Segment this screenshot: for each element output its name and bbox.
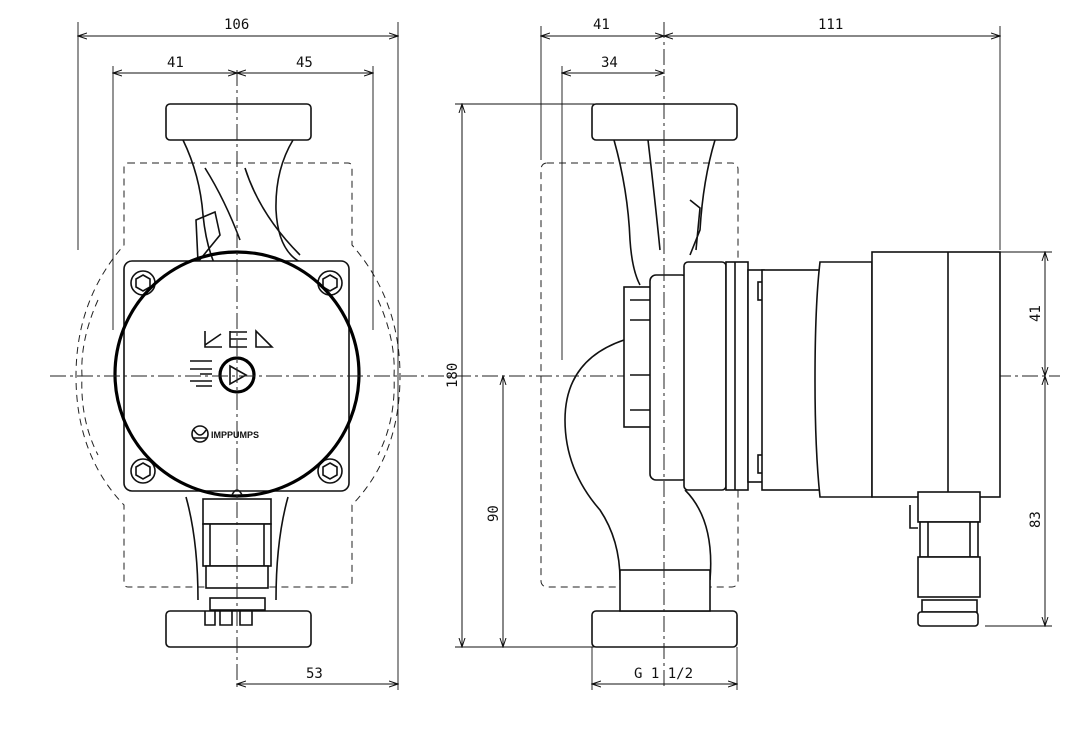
mode-symbols-icon xyxy=(204,329,274,348)
front-top-flange xyxy=(165,103,312,141)
dim-side-right-upper: 41 xyxy=(1028,305,1044,322)
side-volute xyxy=(564,339,625,581)
front-bottom-pipe xyxy=(185,496,289,601)
dim-front-left: 41 xyxy=(167,55,184,71)
dim-side-top-right: 111 xyxy=(818,17,843,33)
side-motor-ring xyxy=(683,261,727,491)
play-icon xyxy=(190,356,256,394)
front-pipe-body xyxy=(182,139,301,266)
brand-logo: IMPPUMPS xyxy=(191,425,259,443)
dim-side-inner-left: 34 xyxy=(601,55,618,71)
dim-height-axis: 90 xyxy=(486,505,502,522)
dim-thread: G 1 1/2 xyxy=(634,666,693,682)
side-view xyxy=(540,103,1001,648)
dim-front-right: 45 xyxy=(296,55,313,71)
dim-overall-width: 106 xyxy=(224,17,249,33)
front-dimensions: 106 41 45 53 xyxy=(78,17,398,690)
side-dimensions: 41 111 34 180 90 41 83 G 1 1/2 xyxy=(445,17,1052,690)
cable-gland xyxy=(917,491,981,523)
dim-side-right-lower: 83 xyxy=(1028,511,1044,528)
side-motor-head xyxy=(871,251,1001,498)
front-dashed-envelope xyxy=(75,162,401,588)
dim-front-bottom-right: 53 xyxy=(306,666,323,682)
front-bottom-flange xyxy=(165,610,312,648)
side-motor-housing xyxy=(814,261,873,498)
dim-side-top-left: 41 xyxy=(593,17,610,33)
dim-height-total: 180 xyxy=(445,363,461,388)
brand-logo-text: IMPPUMPS xyxy=(211,430,259,440)
